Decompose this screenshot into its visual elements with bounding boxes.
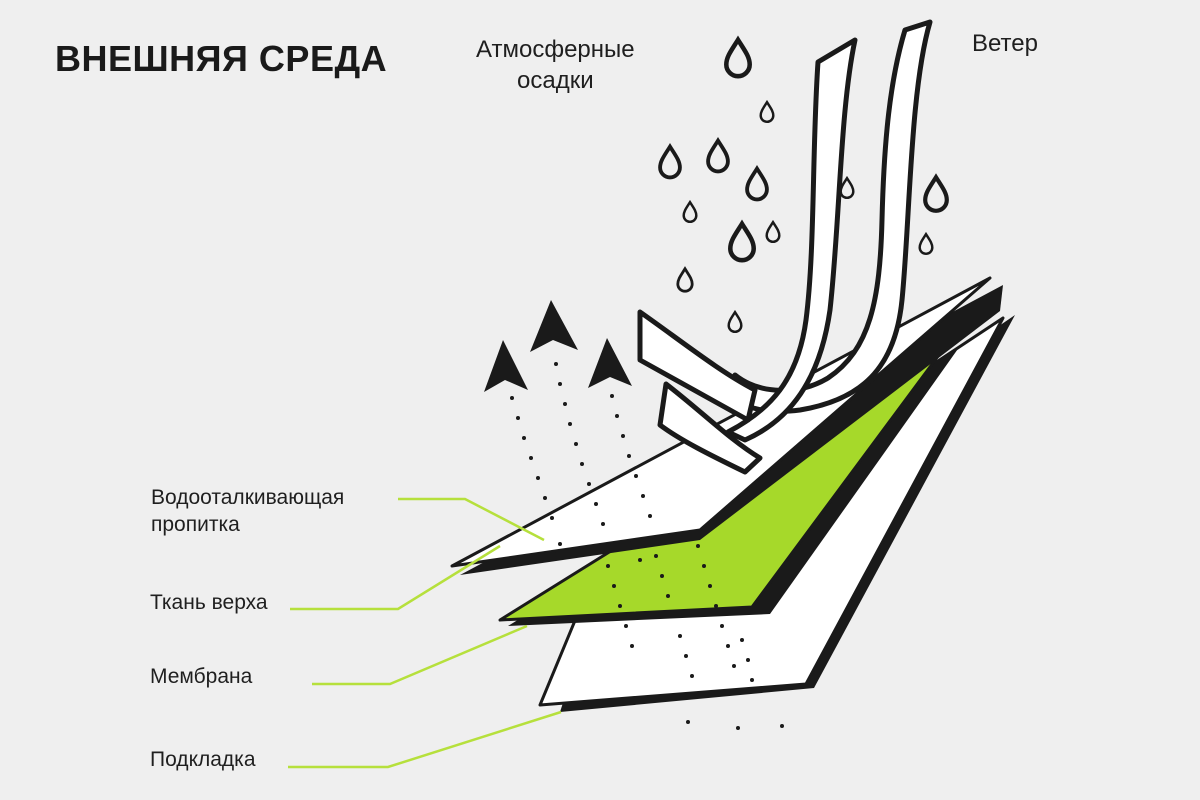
raindrop-icon [676,267,694,293]
vapor-arrows [484,300,632,392]
label-precipitation-line2: осадки [517,67,594,94]
raindrop-icon [682,200,698,224]
vapor-arrow-icon [588,338,632,388]
leader-line-lining [288,710,562,769]
vapor-arrow-icon [530,300,578,352]
label-impregnation-line1: Водооталкивающая [151,486,345,509]
label-lining: Подкладка [150,748,256,771]
leader-line-membrane [312,624,528,686]
raindrop-icon [727,310,743,334]
raindrop-icon [925,177,947,211]
raindrop-icon [839,176,855,200]
label-precipitation: Атмосферные осадки [476,34,635,96]
raindrop-icon [706,138,730,174]
leader-line-impregnation [398,497,545,542]
raindrop-icon [658,144,682,180]
label-impregnation-line2: пропитка [151,513,240,536]
label-membrane: Мембрана [150,665,253,688]
vapor-dots [510,362,784,730]
wind-stream-icon [637,19,933,475]
raindrop-icon [745,166,769,202]
vapor-arrow-icon [484,340,528,392]
leader-lines [288,497,562,769]
label-outer-fabric: Ткань верха [150,591,268,614]
raindrop-icon [730,224,753,260]
label-precipitation-line1: Атмосферные [476,36,635,63]
label-impregnation: Водооталкивающая пропитка [151,484,344,538]
label-wind: Ветер [972,30,1038,57]
leader-line-outer-fabric [290,544,501,611]
raindrop-icon [759,100,775,124]
raindrop-icon [726,40,749,76]
diagram-title: ВНЕШНЯЯ СРЕДА [55,38,388,79]
raindrop-icon [918,232,934,256]
raindrop-icon [765,220,781,244]
